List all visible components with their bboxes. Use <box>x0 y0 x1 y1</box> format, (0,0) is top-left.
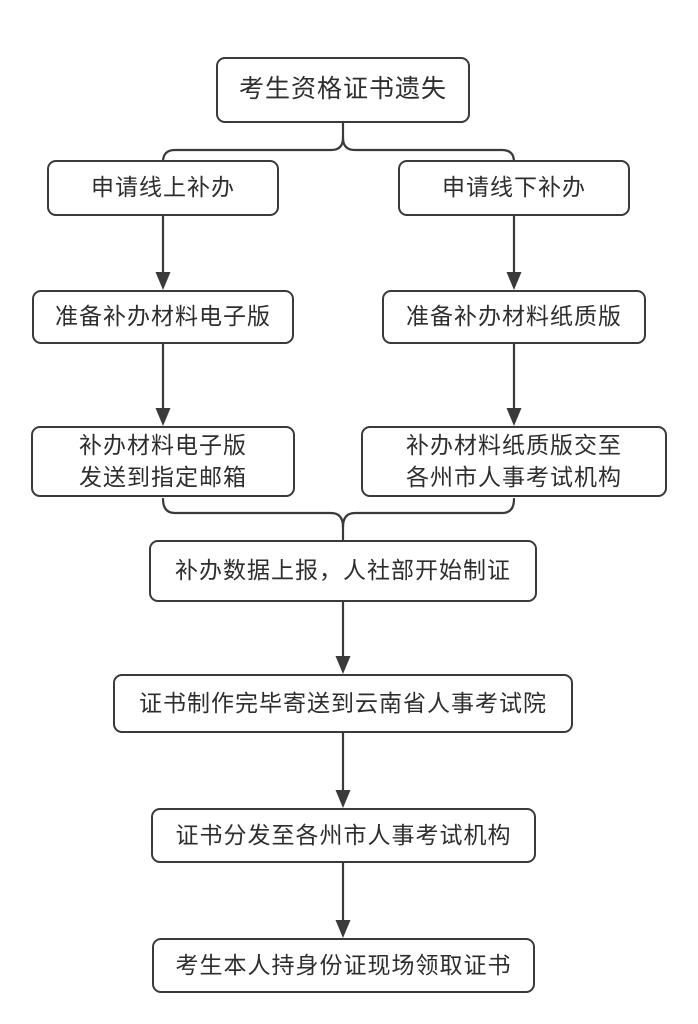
flow-node-cert-made: 证书制作完毕寄送到云南省人事考试院 <box>113 674 573 733</box>
arrow-prepare-to-send-head <box>155 408 171 426</box>
arrow-report-to-made-head <box>335 656 351 674</box>
flow-node-distribute: 证书分发至各州市人事考试机构 <box>151 808 536 863</box>
flow-node-report-data: 补办数据上报，人社部开始制证 <box>149 540 537 602</box>
brace-split <box>161 137 516 164</box>
arrow-prepare-to-submit-head <box>506 408 522 426</box>
flow-node-prepare-electronic: 准备补办材料电子版 <box>32 290 294 344</box>
flow-node-online-apply: 申请线上补办 <box>47 160 279 216</box>
arrow-made-to-distribute-head <box>335 790 351 808</box>
flow-node-send-to-email: 补办材料电子版 发送到指定邮箱 <box>31 426 295 497</box>
arrow-offline-to-prepare-head <box>506 272 522 290</box>
flow-node-prepare-paper: 准备补办材料纸质版 <box>382 290 646 344</box>
arrow-online-to-prepare-head <box>155 272 171 290</box>
flow-node-pickup: 考生本人持身份证现场领取证书 <box>152 938 535 993</box>
flow-node-offline-apply: 申请线下补办 <box>398 160 630 216</box>
brace-merge <box>161 497 516 528</box>
flow-node-submit-paper: 补办材料纸质版交至 各州市人事考试机构 <box>361 426 667 497</box>
flow-node-start: 考生资格证书遗失 <box>216 57 470 123</box>
arrow-distribute-to-pickup-head <box>335 920 351 938</box>
